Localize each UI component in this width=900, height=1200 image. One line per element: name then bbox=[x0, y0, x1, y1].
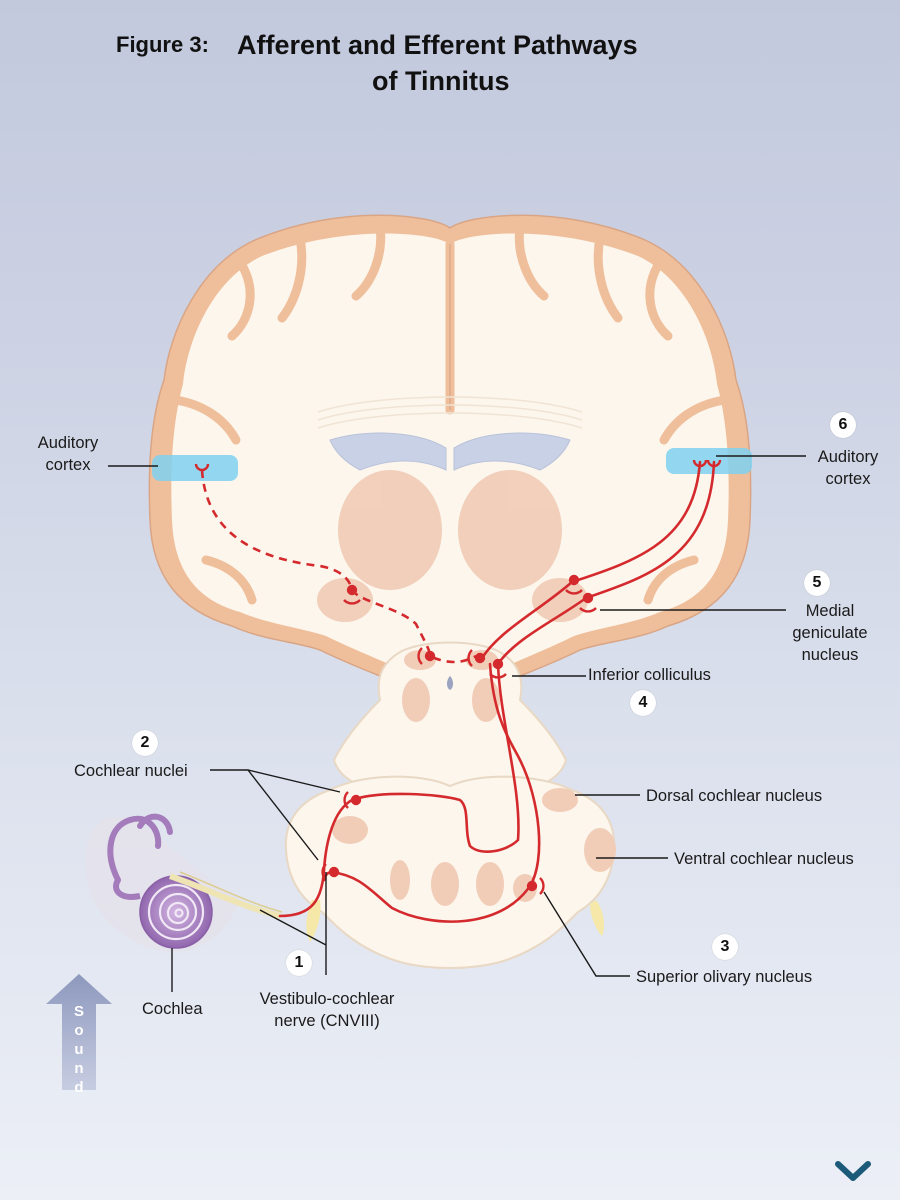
synapse-cortex-right-2 bbox=[706, 459, 722, 468]
olive-ic-pathway bbox=[488, 662, 541, 888]
next-page-button[interactable] bbox=[834, 1152, 874, 1182]
label-auditory-cortex-left: Auditory cortex bbox=[37, 434, 99, 474]
synapse-ic-1 bbox=[467, 649, 486, 667]
label-vestibulocochlear: Vestibulo-cochlear nerve (CNVIII) bbox=[259, 990, 395, 1030]
cnviii-pathway bbox=[278, 798, 354, 918]
auditory-cortex-left-highlight bbox=[152, 455, 238, 481]
synapse-cortex-left bbox=[194, 463, 210, 472]
synapse-mgn-2 bbox=[579, 592, 597, 613]
label-cochlea: Cochlea bbox=[142, 1000, 203, 1018]
sound-letter: u bbox=[74, 1041, 84, 1058]
number-marker-5: 5 bbox=[804, 570, 830, 596]
figure-label: Figure 3: bbox=[116, 32, 209, 57]
label-dorsal-cochlear: Dorsal cochlear nucleus bbox=[646, 787, 823, 805]
synapse-mgn-1 bbox=[565, 574, 583, 595]
synapse-cortex-right-1 bbox=[692, 459, 708, 468]
synapses bbox=[194, 459, 722, 895]
number-marker-3: 3 bbox=[712, 934, 738, 960]
synapse-vcn bbox=[321, 863, 340, 881]
cochlea bbox=[85, 813, 283, 953]
synapse-ic-2 bbox=[489, 658, 507, 679]
synapse-thalamus-left bbox=[343, 584, 361, 605]
number-marker-4: 4 bbox=[630, 690, 656, 716]
sound-arrow: S o u n d bbox=[64, 1002, 94, 1097]
leader-lines bbox=[108, 455, 806, 992]
synapse-dcn bbox=[343, 791, 362, 809]
cerebrum-white-matter bbox=[171, 233, 729, 679]
synapse-ic-3 bbox=[417, 647, 436, 665]
label-cochlear-nuclei: Cochlear nuclei bbox=[74, 762, 188, 780]
figure-title-line2: of Tinnitus bbox=[372, 66, 510, 96]
mgn-cortex-pathway-1 bbox=[570, 460, 702, 584]
label-superior-olivary: Superior olivary nucleus bbox=[636, 968, 813, 986]
ic-mgn-pathway-2 bbox=[496, 596, 588, 666]
sound-letter: d bbox=[74, 1079, 84, 1096]
lateral-ventricles bbox=[329, 432, 571, 471]
synapse-olive bbox=[526, 877, 545, 895]
number-marker-6: 6 bbox=[830, 412, 856, 438]
label-auditory-cortex-right: Auditory cortex bbox=[817, 448, 879, 488]
number-marker-1: 1 bbox=[286, 950, 312, 976]
label-inferior-colliculus: Inferior colliculus bbox=[588, 666, 711, 684]
figure-title-line1: Afferent and Efferent Pathways bbox=[237, 30, 638, 60]
sound-arrow-shape bbox=[46, 974, 112, 1090]
mgn-cortex-pathway-2 bbox=[584, 460, 716, 600]
sound-letter: n bbox=[74, 1060, 84, 1077]
sound-letter: S bbox=[73, 1003, 84, 1020]
brainstem bbox=[284, 641, 616, 969]
chevron-down-icon-shape bbox=[835, 1161, 871, 1181]
number-marker-2: 2 bbox=[132, 730, 158, 756]
cerebrum bbox=[148, 214, 752, 693]
sound-letter: o bbox=[74, 1022, 84, 1039]
label-medial-geniculate: Medial geniculate nucleus bbox=[792, 602, 868, 664]
vcn-olive-pathway bbox=[330, 870, 532, 923]
ic-mgn-pathway-1 bbox=[480, 580, 574, 660]
label-ventral-cochlear: Ventral cochlear nucleus bbox=[674, 850, 854, 868]
dcn-crossing-pathway bbox=[350, 662, 520, 853]
